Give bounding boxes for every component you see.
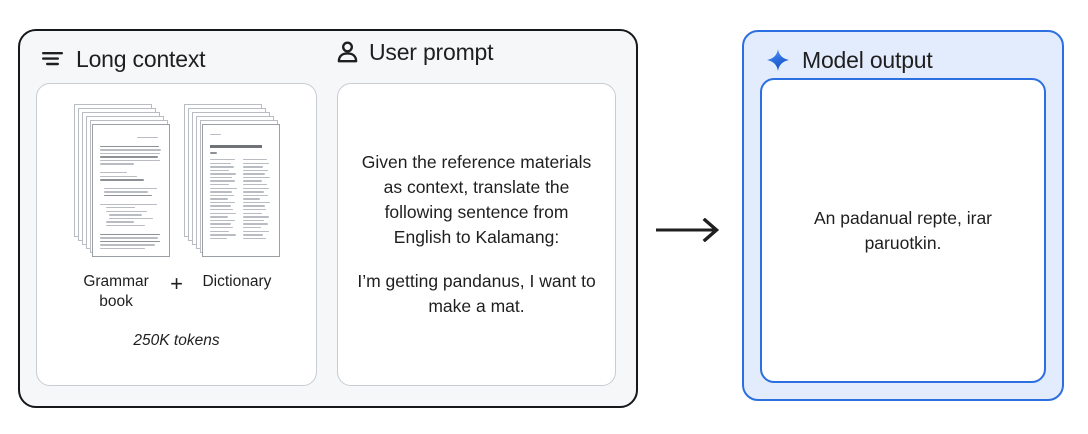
long-context-title: Long context (76, 45, 206, 72)
right-arrow-icon (655, 217, 725, 243)
dictionary-pages-icon (183, 104, 280, 262)
long-context-card: Grammar book + Dictionary 250K tokens (36, 83, 317, 386)
model-output-panel: Model output An padanual repte, irar par… (742, 30, 1064, 401)
user-prompt-card: Given the reference materials as context… (337, 83, 616, 386)
user-prompt-header: User prompt (337, 31, 616, 73)
model-output-card: An padanual repte, irar paruotkin. (760, 78, 1046, 383)
user-prompt-column: User prompt Given the reference material… (337, 40, 616, 386)
prompt-sentence: I’m getting pandanus, I want to make a m… (357, 271, 596, 317)
model-output-title: Model output (802, 46, 933, 73)
list-lines-icon (42, 51, 64, 67)
dictionary-label: Dictionary (202, 273, 272, 290)
grammar-book-pages-icon (73, 104, 170, 262)
grammar-book-label: Grammar book (83, 273, 149, 310)
input-panel: Long context (18, 29, 638, 408)
person-icon (337, 41, 358, 63)
token-count-note: 250K tokens (133, 331, 220, 349)
model-output-text: An padanual repte, irar paruotkin. (813, 207, 993, 253)
user-prompt-body: Given the reference materials as context… (356, 150, 597, 319)
model-output-header: Model output (744, 32, 1062, 74)
input-columns: Grammar book + Dictionary 250K tokens Us… (20, 40, 636, 406)
user-prompt-title: User prompt (369, 38, 494, 65)
document-labels: Grammar book + Dictionary (37, 271, 316, 312)
document-stacks (37, 84, 316, 262)
sparkle-icon (766, 48, 790, 72)
long-context-header: Long context (20, 31, 636, 73)
prompt-instruction: Given the reference materials as context… (361, 151, 592, 247)
plus-separator: + (170, 271, 183, 296)
